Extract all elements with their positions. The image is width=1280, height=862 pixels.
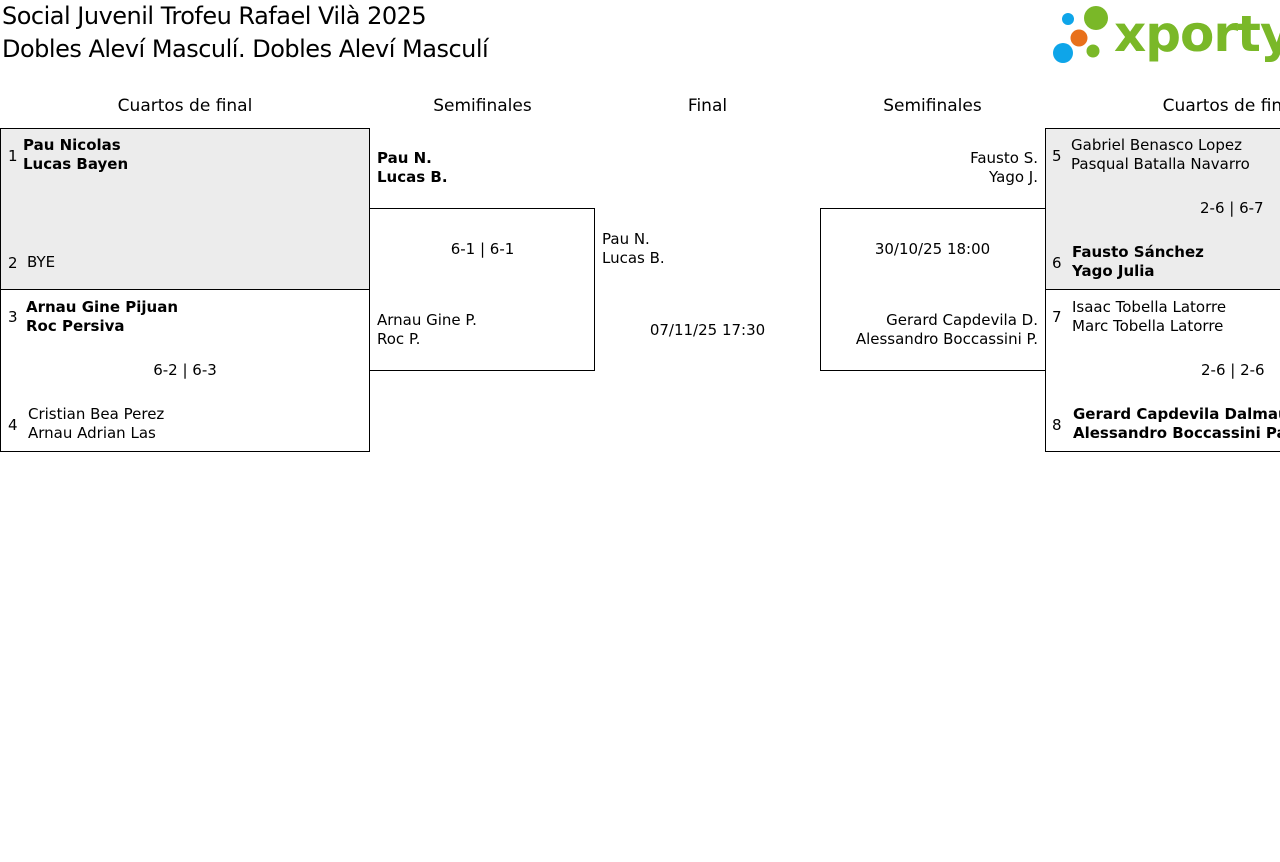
player-name: Lucas Bayen bbox=[23, 155, 129, 173]
team-qf3-p2[interactable]: Fausto Sánchez Yago Julia bbox=[1072, 243, 1204, 281]
match-box-sf1[interactable] bbox=[369, 208, 595, 371]
team-sf2-p2[interactable]: Gerard Capdevila D. Alessandro Boccassin… bbox=[856, 311, 1038, 349]
player-name: Cristian Bea Perez bbox=[28, 405, 165, 423]
seed-number: 1 bbox=[8, 147, 18, 165]
player-name: Pasqual Batalla Navarro bbox=[1071, 155, 1250, 173]
team-qf1-p1[interactable]: Pau Nicolas Lucas Bayen bbox=[23, 136, 128, 174]
player-name: Pau N. bbox=[602, 230, 650, 248]
player-name: Gerard Capdevila Dalmau bbox=[1073, 405, 1280, 423]
match-datetime: 30/10/25 18:00 bbox=[874, 240, 991, 258]
player-name: Fausto Sánchez bbox=[1072, 243, 1204, 261]
draw-title: Dobles Aleví Masculí. Dobles Aleví Mascu… bbox=[2, 35, 489, 63]
player-name: Gabriel Benasco Lopez bbox=[1071, 136, 1242, 154]
logo-text: xporty bbox=[1114, 5, 1280, 63]
team-sf1-p2[interactable]: Arnau Gine P. Roc P. bbox=[377, 311, 477, 349]
player-name: Yago J. bbox=[989, 168, 1038, 186]
seed-number: 7 bbox=[1052, 308, 1062, 326]
match-box-qf3[interactable] bbox=[1045, 128, 1280, 290]
team-qf4-p2[interactable]: Gerard Capdevila Dalmau Alessandro Bocca… bbox=[1073, 405, 1280, 443]
player-name: Pau N. bbox=[377, 149, 432, 167]
tournament-title: Social Juvenil Trofeu Rafael Vilà 2025 bbox=[2, 2, 427, 30]
player-name: Arnau Adrian Las bbox=[28, 424, 156, 442]
team-qf1-p2-bye: BYE bbox=[27, 253, 56, 271]
player-name: Roc Persiva bbox=[26, 317, 125, 335]
player-name: Arnau Gine Pijuan bbox=[26, 298, 178, 316]
seed-number: 6 bbox=[1052, 254, 1062, 272]
player-name: Roc P. bbox=[377, 330, 421, 348]
team-sf1-p1[interactable]: Pau N. Lucas B. bbox=[377, 149, 448, 187]
team-qf2-p1[interactable]: Arnau Gine Pijuan Roc Persiva bbox=[26, 298, 178, 336]
column-header-right-quarterfinals: Cuartos de final bbox=[1162, 96, 1280, 116]
match-score: 2-6 | 2-6 bbox=[1201, 361, 1265, 379]
player-name: Fausto S. bbox=[970, 149, 1038, 167]
match-box-qf4[interactable] bbox=[1045, 289, 1280, 452]
player-name: Marc Tobella Latorre bbox=[1072, 317, 1224, 335]
player-name: Isaac Tobella Latorre bbox=[1072, 298, 1227, 316]
team-qf3-p1[interactable]: Gabriel Benasco Lopez Pasqual Batalla Na… bbox=[1071, 136, 1250, 174]
team-final-p1[interactable]: Pau N. Lucas B. bbox=[602, 230, 665, 268]
column-header-right-semifinals: Semifinales bbox=[883, 96, 982, 116]
logo-dots-icon bbox=[1053, 6, 1108, 63]
column-header-left-semifinals: Semifinales bbox=[433, 96, 532, 116]
seed-number: 3 bbox=[8, 308, 18, 326]
player-name: Arnau Gine P. bbox=[377, 311, 477, 329]
player-name: Pau Nicolas bbox=[23, 136, 121, 154]
team-qf4-p1[interactable]: Isaac Tobella Latorre Marc Tobella Lator… bbox=[1072, 298, 1226, 336]
seed-number: 5 bbox=[1052, 147, 1062, 165]
team-qf2-p2[interactable]: Cristian Bea Perez Arnau Adrian Las bbox=[28, 405, 164, 443]
seed-number: 8 bbox=[1052, 416, 1062, 434]
match-score: 6-2 | 6-3 bbox=[153, 361, 217, 379]
seed-number: 4 bbox=[8, 416, 18, 434]
player-name: Alessandro Boccassini Pasqual bbox=[1073, 424, 1280, 442]
column-header-final: Final bbox=[687, 96, 728, 116]
player-name: Lucas B. bbox=[602, 249, 665, 267]
xporty-logo[interactable]: xporty bbox=[1052, 4, 1280, 68]
match-box-qf1[interactable] bbox=[0, 128, 370, 290]
player-name: Alessandro Boccassini P. bbox=[855, 330, 1038, 348]
team-sf2-p1[interactable]: Fausto S. Yago J. bbox=[970, 149, 1038, 187]
match-datetime: 07/11/25 17:30 bbox=[649, 321, 766, 339]
match-score: 6-1 | 6-1 bbox=[450, 240, 515, 258]
seed-number: 2 bbox=[8, 254, 18, 272]
column-header-left-quarterfinals: Cuartos de final bbox=[117, 96, 253, 116]
match-score: 2-6 | 6-7 bbox=[1200, 199, 1264, 217]
player-name: Gerard Capdevila D. bbox=[886, 311, 1038, 329]
player-name: Lucas B. bbox=[377, 168, 448, 186]
player-name: Yago Julia bbox=[1072, 262, 1155, 280]
